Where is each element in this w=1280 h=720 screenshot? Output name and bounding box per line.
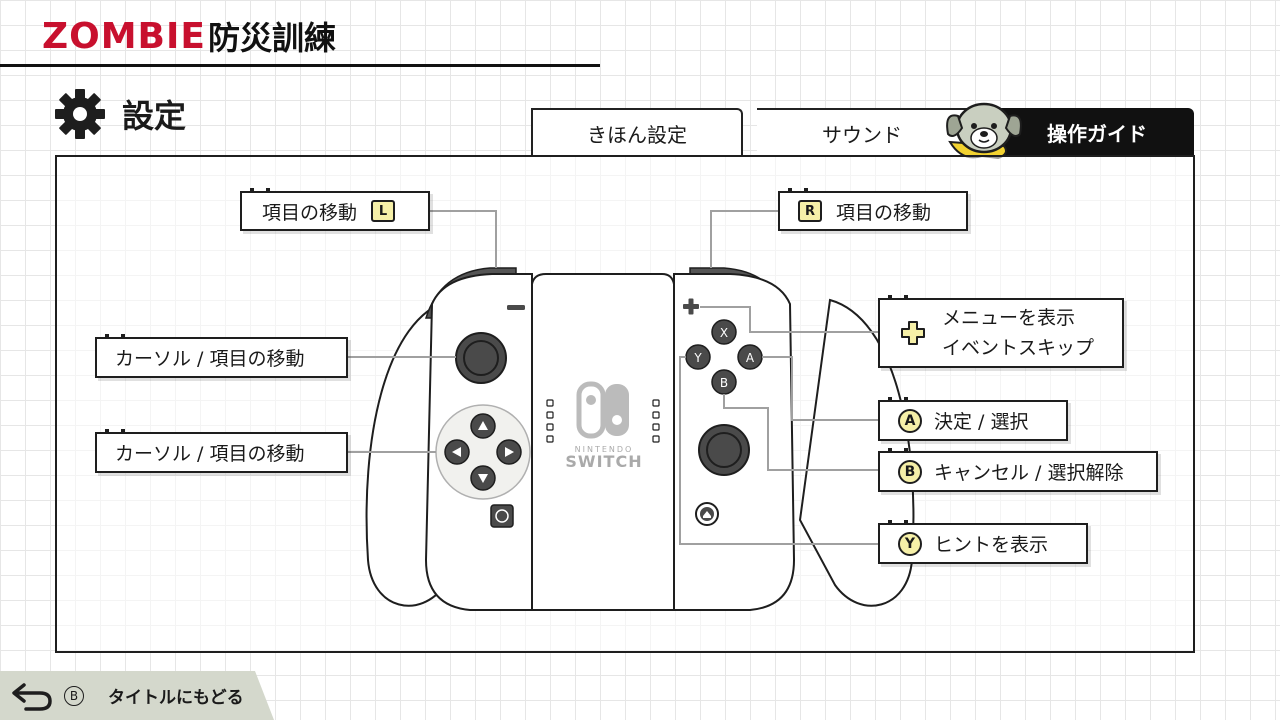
label-plus-menu-line1: メニューを表示 — [942, 307, 1076, 329]
l-button-icon: L — [371, 200, 396, 222]
gear-icon — [55, 89, 105, 139]
plus-icon — [898, 318, 928, 348]
tab-control-guide[interactable]: 操作ガイド — [1000, 108, 1194, 156]
label-b-cancel: B キャンセル / 選択解除 — [878, 448, 1158, 492]
label-plus-menu: メニューを表示 イベントスキップ — [878, 295, 1124, 368]
back-to-title-text: タイトルにもどる — [108, 688, 244, 708]
label-a-confirm: A 決定 / 選択 — [878, 397, 1068, 441]
page-title: 設定 — [54, 86, 186, 142]
label-stick-move-text: カーソル / 項目の移動 — [115, 348, 305, 370]
a-button-icon: A — [898, 408, 922, 433]
tab-sound[interactable]: サウンド — [757, 108, 967, 156]
logo-zombie-text: ZOMBIE — [42, 15, 206, 57]
tab-basic-settings[interactable]: きほん設定 — [531, 108, 743, 156]
game-logo: ZOMBIE 防災訓練 — [42, 14, 336, 58]
label-dpad-move: カーソル / 項目の移動 — [95, 429, 348, 473]
label-stick-move: カーソル / 項目の移動 — [95, 334, 348, 378]
label-plus-menu-line2: イベントスキップ — [942, 337, 1095, 359]
label-b-cancel-text: キャンセル / 選択解除 — [934, 462, 1124, 484]
label-l-move: 項目の移動 L — [240, 188, 430, 231]
label-r-move-text: 項目の移動 — [836, 201, 932, 224]
header-divider — [0, 64, 600, 67]
label-dpad-move-text: カーソル / 項目の移動 — [115, 443, 305, 465]
label-r-move: R 項目の移動 — [778, 188, 968, 231]
b-button-icon: B — [898, 459, 922, 484]
label-y-hint-text: ヒントを表示 — [934, 534, 1049, 556]
label-a-confirm-text: 決定 / 選択 — [934, 411, 1029, 433]
back-to-title-button[interactable]: B タイトルにもどる — [0, 671, 274, 720]
return-arrow-icon — [12, 682, 52, 711]
label-l-move-text: 項目の移動 — [262, 201, 358, 224]
y-button-icon: Y — [898, 531, 922, 556]
r-button-icon: R — [798, 200, 822, 222]
page-title-text: 設定 — [122, 97, 187, 135]
footer-b-button-icon: B — [64, 685, 84, 706]
label-y-hint: Y ヒントを表示 — [878, 520, 1088, 564]
dog-mascot-icon — [946, 102, 1022, 160]
logo-subtitle-text: 防災訓練 — [207, 19, 336, 57]
